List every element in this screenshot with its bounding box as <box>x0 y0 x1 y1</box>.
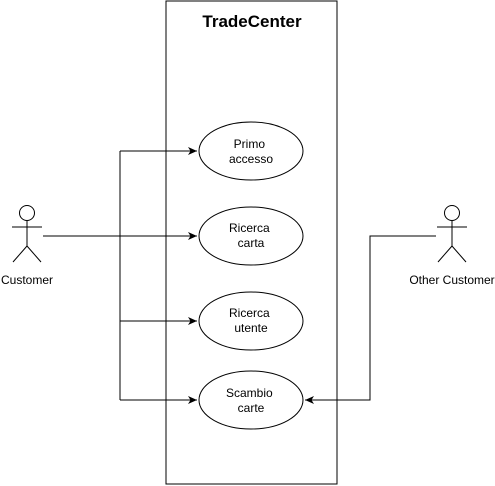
use-case-label-line2: carte <box>238 401 265 415</box>
system-title: TradeCenter <box>202 12 302 31</box>
actor-other-customer[interactable] <box>437 205 467 263</box>
connector-other-customer-scambio-carte <box>305 235 436 404</box>
use-case-label-line1: Primo <box>234 137 266 151</box>
use-case-label-line2: carta <box>238 236 265 250</box>
use-case-label-line1: Scambio <box>226 386 273 400</box>
actor-customer[interactable] <box>12 205 42 263</box>
use-case-ellipse[interactable] <box>198 291 304 351</box>
use-case-ellipse[interactable] <box>198 206 304 266</box>
use-case-label-line1: Ricerca <box>229 221 270 235</box>
actor-other-customer-label: Other Customer <box>409 273 494 287</box>
use-case-ricerca-carta[interactable]: Ricerca carta <box>198 206 304 266</box>
use-case-ricerca-utente[interactable]: Ricerca utente <box>198 291 304 351</box>
use-case-scambio-carte[interactable]: Scambio carte <box>198 370 304 430</box>
actor-leg-right <box>451 245 467 263</box>
use-case-ellipse[interactable] <box>198 121 304 181</box>
svg-text:Ricerca carta: Ricerca carta <box>229 221 273 250</box>
svg-text:Ricerca utente: Ricerca utente <box>229 306 273 335</box>
actor-leg-left <box>12 245 28 263</box>
actor-head <box>19 205 35 221</box>
actor-leg-left <box>437 245 453 263</box>
use-case-ellipse[interactable] <box>198 370 304 430</box>
use-case-primo-accesso[interactable]: Primo accesso <box>198 121 304 181</box>
use-case-label-line2: utente <box>234 321 268 335</box>
use-case-label-line1: Ricerca <box>229 306 270 320</box>
use-case-label-line2: accesso <box>229 152 273 166</box>
customer-connectors <box>43 147 197 404</box>
actor-leg-right <box>26 245 42 263</box>
actor-head <box>444 205 460 221</box>
svg-text:Primo accesso: Primo accesso <box>229 137 273 166</box>
svg-text:Scambio carte: Scambio carte <box>226 386 276 415</box>
actor-customer-label: Customer <box>1 273 53 287</box>
